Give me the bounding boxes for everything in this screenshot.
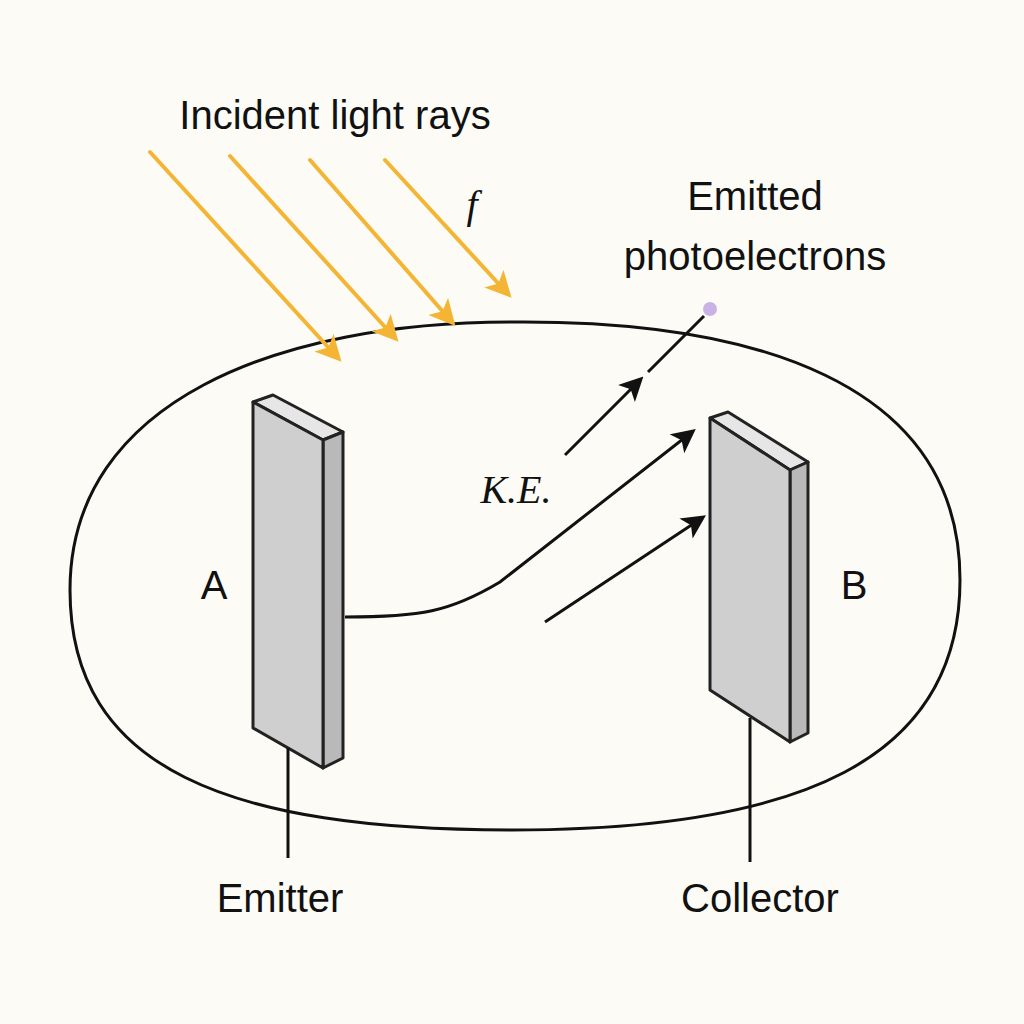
collector-label: Collector bbox=[681, 868, 839, 928]
light-ray bbox=[150, 152, 338, 358]
electron-path bbox=[345, 432, 692, 617]
plate-letter: B bbox=[841, 555, 868, 615]
photoelectron-label: Emitted photoelectrons bbox=[555, 166, 955, 286]
plate-letter: A bbox=[201, 555, 228, 615]
light-ray bbox=[310, 160, 452, 322]
title-label: Incident light rays bbox=[179, 85, 490, 145]
collector-plate bbox=[710, 412, 808, 742]
emitter-wire bbox=[287, 748, 290, 858]
light-ray bbox=[385, 160, 508, 294]
electron-path bbox=[648, 316, 704, 372]
light-ray bbox=[230, 156, 395, 338]
light-rays bbox=[150, 152, 508, 358]
electron-path bbox=[545, 518, 702, 622]
collector-wire bbox=[749, 718, 752, 862]
frequency-label: f bbox=[466, 175, 477, 235]
tube-outline bbox=[70, 322, 960, 830]
electron-path bbox=[565, 380, 640, 455]
emitter-label: Emitter bbox=[217, 868, 344, 928]
emitter-plate bbox=[253, 395, 343, 768]
kinetic-energy-label: K.E. bbox=[480, 460, 551, 520]
electron-paths bbox=[345, 316, 704, 622]
photoelectron bbox=[703, 302, 717, 316]
